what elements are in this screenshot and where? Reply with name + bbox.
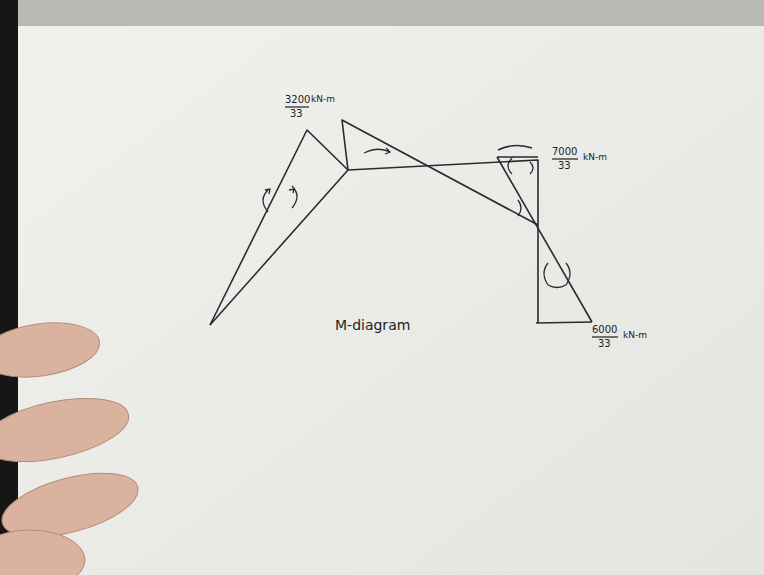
diagram-title: M-diagram [335,318,410,332]
fraction-numerator: 3200 [285,95,310,105]
column-base [536,322,592,323]
beam-moment-line [342,120,538,225]
unit-label: kN-m [623,331,647,340]
unit-label: kN-m [583,153,607,162]
moment-symbols [263,148,570,288]
fraction-bars [285,107,618,337]
beam-right-triangle [497,156,538,158]
top-edge [0,0,764,26]
right-column-moment-line [497,157,592,322]
fraction-numerator: 7000 [552,147,577,157]
fraction-denominator: 33 [598,339,611,349]
unit-label: kN-m [311,95,335,104]
frame-axis [210,160,538,325]
bracket [498,145,532,150]
left-column-triangle [210,130,348,325]
frame-and-diagram [210,120,592,325]
hand [0,316,145,575]
fraction-numerator: 6000 [592,325,617,335]
fraction-denominator: 33 [558,161,571,171]
fraction-denominator: 33 [290,109,303,119]
left-edge [0,0,18,575]
